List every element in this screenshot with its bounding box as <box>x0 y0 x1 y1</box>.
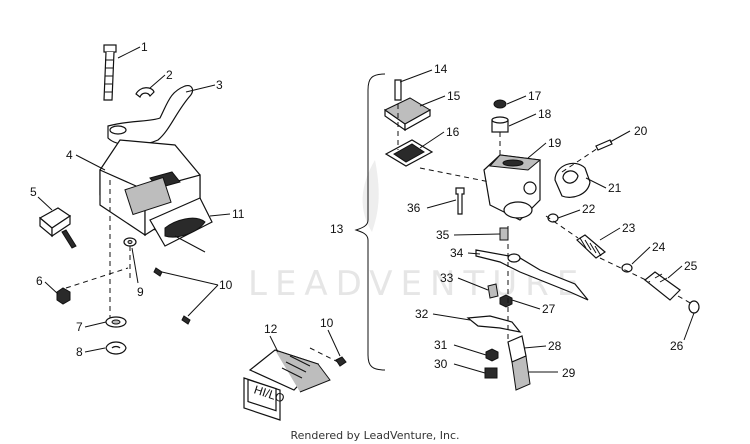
callout-34: 34 <box>450 246 464 260</box>
callout-22: 22 <box>582 202 596 216</box>
nut-part <box>499 294 513 308</box>
hi-lo-switch-part: HI/LO <box>243 347 347 421</box>
callout-10b: 10 <box>320 316 334 330</box>
callout-26: 26 <box>670 339 684 353</box>
screw-part <box>335 356 347 367</box>
callout-33: 33 <box>440 271 454 285</box>
callout-3: 3 <box>216 78 223 92</box>
callout-17: 17 <box>528 89 542 103</box>
callout-1: 1 <box>141 40 148 54</box>
switch-plate-part <box>466 315 522 333</box>
callout-11: 11 <box>232 207 245 221</box>
callout-29: 29 <box>562 366 576 380</box>
connector-part <box>38 207 77 249</box>
callout-30: 30 <box>434 357 448 371</box>
callout-20: 20 <box>634 124 648 138</box>
callout-8: 8 <box>76 345 83 359</box>
callout-28: 28 <box>548 339 562 353</box>
callout-9: 9 <box>137 285 144 299</box>
callout-19: 19 <box>548 136 562 150</box>
callout-4: 4 <box>66 148 73 162</box>
callout-21: 21 <box>608 181 622 195</box>
callout-31: 31 <box>434 338 448 352</box>
spacer-part <box>123 237 137 247</box>
callout-32: 32 <box>415 307 429 321</box>
group-bracket <box>354 73 386 371</box>
callout-16: 16 <box>446 125 460 139</box>
callout-36: 36 <box>407 201 421 215</box>
boot-part <box>511 355 531 391</box>
master-cylinder-part <box>483 154 542 221</box>
washer-part <box>105 316 127 328</box>
housing-part <box>99 139 213 253</box>
callout-15: 15 <box>447 89 461 103</box>
watermark-flame-icon <box>362 160 379 232</box>
leader-lines <box>37 46 695 374</box>
rendered-by-footer: Rendered by LeadVenture, Inc. <box>290 429 459 442</box>
callout-13: 13 <box>330 222 344 236</box>
nut-part <box>485 348 499 362</box>
callout-2: 2 <box>166 68 173 82</box>
screw-part <box>484 367 498 379</box>
right-assembly <box>354 73 700 391</box>
pivot-pin-part <box>499 227 509 241</box>
screw-part <box>394 79 402 101</box>
callout-35: 35 <box>436 228 450 242</box>
o-ring-part <box>688 300 700 314</box>
callout-12: 12 <box>264 322 278 336</box>
callout-18: 18 <box>538 107 552 121</box>
callout-23: 23 <box>622 221 636 235</box>
washer-part <box>493 99 507 109</box>
nut-part <box>56 287 71 305</box>
callout-25: 25 <box>684 259 698 273</box>
left-assembly <box>38 44 213 355</box>
spring-part <box>576 234 606 259</box>
callout-10: 10 <box>219 278 233 292</box>
callout-27: 27 <box>542 302 556 316</box>
callout-labels: 1 2 3 4 5 6 7 8 9 10 10 11 12 13 14 15 1… <box>30 40 698 380</box>
pivot-bolt-part <box>455 187 465 215</box>
callout-24: 24 <box>652 240 666 254</box>
screw-part <box>595 139 613 151</box>
screw-part <box>181 315 191 325</box>
brake-lever-part <box>475 249 589 301</box>
callout-7: 7 <box>76 320 83 334</box>
bolt-part <box>103 44 117 101</box>
piston-part <box>644 271 681 301</box>
callout-14: 14 <box>434 62 448 76</box>
callout-6: 6 <box>36 274 43 288</box>
screw-part <box>153 267 163 277</box>
clip-part <box>135 87 155 98</box>
bushing-part <box>491 116 509 133</box>
callout-5: 5 <box>30 185 37 199</box>
lock-washer-part <box>105 341 127 355</box>
spring-part <box>487 283 499 299</box>
